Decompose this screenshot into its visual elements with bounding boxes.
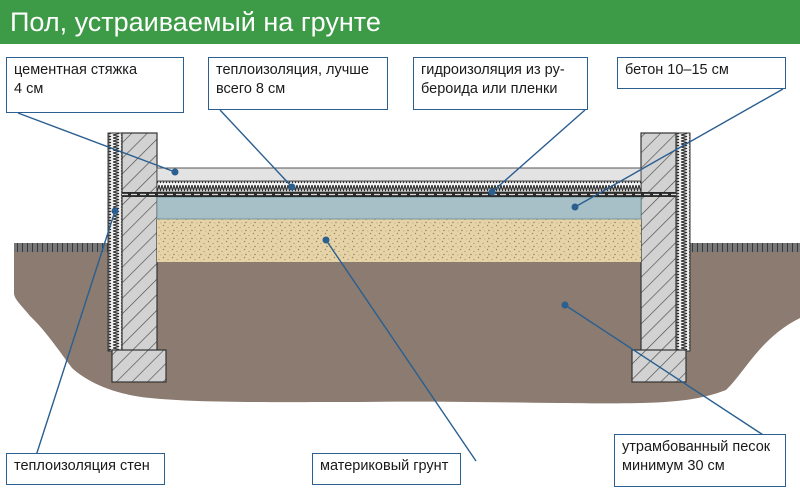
label-waterproofing-line2: бероида или пленки bbox=[421, 81, 558, 97]
label-native-soil-line1: материковый грунт bbox=[320, 458, 449, 474]
soil-ground bbox=[14, 248, 800, 404]
callout-dot-waterproofing bbox=[488, 188, 496, 196]
callout-dot-insulation bbox=[288, 183, 296, 191]
wall-insulation-strip-right bbox=[675, 132, 691, 352]
label-screed-line2: 4 см bbox=[14, 81, 44, 97]
footing-left bbox=[111, 349, 167, 383]
insulation-layer bbox=[156, 180, 642, 193]
header-bar: Пол, устраиваемый на грунте bbox=[0, 0, 800, 44]
page-title: Пол, устраиваемый на грунте bbox=[10, 7, 381, 37]
label-wall-insulation-line1: теплоизоляция стен bbox=[14, 458, 150, 474]
callout-dot-sand bbox=[561, 301, 569, 309]
label-sand: утрамбованный песок минимум 30 см bbox=[614, 434, 786, 487]
callout-dot-concrete bbox=[571, 203, 579, 211]
label-sand-line2: минимум 30 см bbox=[622, 458, 725, 474]
callout-line-insulation bbox=[219, 109, 293, 188]
wall-left bbox=[121, 132, 158, 352]
callout-dot-screed bbox=[171, 168, 179, 176]
label-insulation-line1: теплоизоляция, лучше bbox=[216, 62, 370, 78]
label-concrete-line1: бетон 10–15 см bbox=[625, 62, 729, 78]
callout-line-concrete bbox=[574, 88, 784, 208]
ground-surface-left bbox=[14, 243, 113, 252]
label-waterproofing-line1: гидроизоляция из ру- bbox=[421, 62, 565, 78]
label-wall-insulation: теплоизоляция стен bbox=[6, 453, 165, 485]
label-insulation: теплоизоляция, лучше всего 8 см bbox=[208, 57, 388, 110]
callout-line-screed bbox=[17, 112, 176, 173]
callout-dot-wall-insulation bbox=[111, 207, 119, 215]
label-insulation-line2: всего 8 см bbox=[216, 81, 286, 97]
callout-line-native-soil bbox=[325, 239, 477, 462]
wall-right bbox=[640, 132, 677, 352]
label-sand-line1: утрамбованный песок bbox=[622, 439, 771, 455]
label-screed-line1: цементная стяжка bbox=[14, 62, 138, 78]
label-concrete: бетон 10–15 см bbox=[617, 57, 786, 89]
callout-dot-native-soil bbox=[322, 236, 330, 244]
label-waterproofing: гидроизоляция из ру- бероида или пленки bbox=[413, 57, 588, 110]
waterproofing-layer bbox=[122, 192, 676, 197]
label-native-soil: материковый грунт bbox=[312, 453, 461, 485]
callout-line-waterproofing bbox=[491, 109, 586, 193]
label-screed: цементная стяжка 4 см bbox=[6, 57, 184, 113]
ground-surface-right bbox=[685, 243, 800, 252]
sand-layer bbox=[157, 219, 641, 262]
callout-line-wall-insulation bbox=[33, 210, 116, 463]
screed-layer bbox=[156, 167, 642, 182]
callout-line-sand bbox=[564, 304, 784, 449]
wall-insulation-strip-left bbox=[107, 132, 123, 352]
concrete-layer bbox=[156, 196, 642, 220]
